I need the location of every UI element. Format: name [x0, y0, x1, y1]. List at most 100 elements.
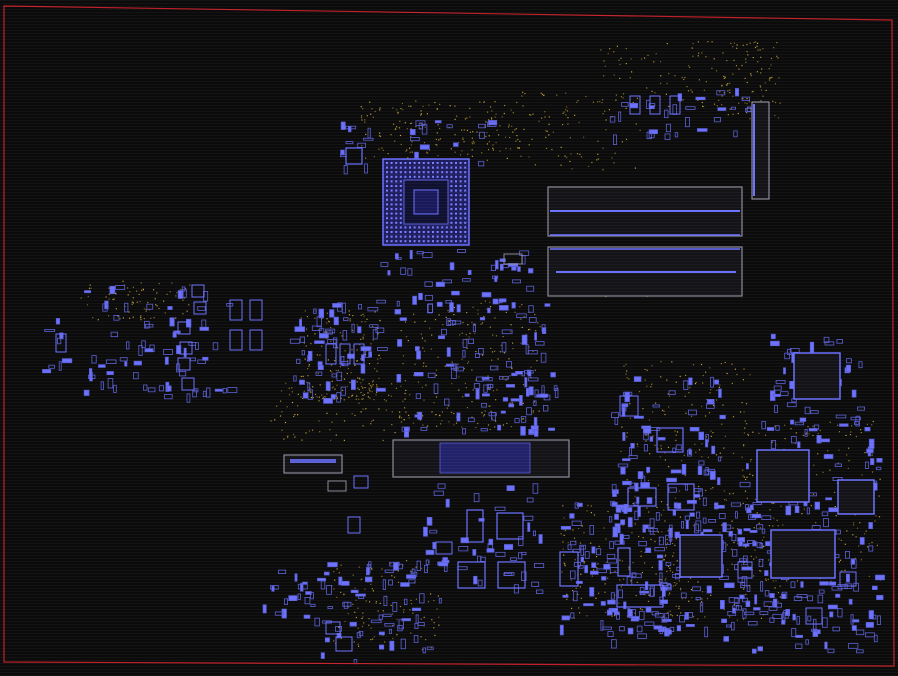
pin-pad	[362, 612, 364, 614]
bga-ball	[386, 198, 388, 201]
pin-pad	[721, 104, 723, 106]
pin-pad	[749, 42, 751, 44]
bga-ball	[404, 226, 407, 229]
pin-pad	[340, 564, 342, 566]
pin-pad	[683, 78, 685, 80]
smd-component	[473, 493, 480, 503]
bga-ball	[386, 194, 388, 197]
smd-component	[307, 350, 313, 361]
ic-bottom-center[interactable]	[679, 534, 723, 578]
pin-pad	[736, 373, 738, 376]
smd-component	[528, 268, 534, 274]
pin-pad	[365, 600, 367, 602]
edge-connector[interactable]	[751, 101, 770, 200]
pin-pad	[407, 340, 409, 342]
bga-ball	[395, 185, 398, 187]
smd-component	[517, 266, 521, 272]
pin-pad	[426, 113, 428, 115]
smd-component	[533, 417, 538, 427]
pin-pad	[642, 408, 644, 410]
pin-pad	[675, 538, 677, 540]
pin-pad	[736, 619, 738, 621]
pin-pad	[372, 116, 374, 118]
ic-right-middle[interactable]	[756, 449, 810, 503]
bga-ball	[386, 180, 388, 183]
smd-component	[445, 363, 454, 367]
pin-pad	[777, 117, 780, 119]
smd-component	[670, 469, 682, 474]
pin-pad	[442, 324, 444, 326]
smd-component	[660, 599, 669, 604]
smd-component	[363, 137, 374, 141]
pin-pad	[648, 594, 650, 596]
smd-component	[756, 542, 763, 548]
pin-pad	[752, 90, 754, 93]
pin-pad	[702, 382, 704, 384]
pin-pad	[854, 557, 857, 559]
smd-component	[764, 570, 769, 576]
pin-pad	[354, 364, 356, 366]
bga-ball	[404, 166, 407, 169]
pin-pad	[412, 422, 415, 424]
pin-pad	[357, 607, 359, 609]
pin-pad	[674, 544, 676, 546]
left-connector[interactable]	[283, 454, 343, 474]
pin-pad	[602, 169, 604, 171]
smd-component	[456, 412, 461, 422]
smd-component	[688, 377, 693, 386]
smd-component	[447, 319, 456, 326]
smd-component	[733, 598, 740, 604]
bga-ball	[386, 240, 388, 243]
dimm-slot-1[interactable]	[547, 186, 743, 237]
pin-pad	[368, 383, 370, 385]
pin-pad	[757, 49, 759, 51]
dimm-slot-2[interactable]	[547, 246, 743, 297]
smd-component	[719, 575, 729, 580]
pin-pad	[420, 618, 422, 620]
pin-pad	[711, 67, 713, 69]
pin-pad	[511, 125, 513, 127]
pin-pad	[786, 580, 788, 582]
smd-component	[442, 279, 453, 284]
pin-pad	[602, 99, 604, 101]
pin-pad	[561, 571, 563, 573]
pin-pad	[512, 342, 514, 344]
ic-bottom-right[interactable]	[770, 529, 836, 579]
pin-pad	[403, 611, 405, 613]
cpu-bga[interactable]	[345, 147, 470, 246]
pin-pad	[433, 622, 435, 624]
pin-pad	[136, 290, 138, 292]
bga-ball	[399, 162, 402, 164]
pin-pad	[407, 157, 409, 159]
pin-pad	[287, 436, 289, 438]
pin-pad	[712, 487, 714, 489]
pin-pad	[729, 92, 731, 94]
pin-pad	[605, 611, 607, 613]
bga-ball	[386, 231, 388, 233]
smd-component	[433, 490, 444, 496]
smd-component	[527, 522, 531, 532]
pin-pad	[450, 148, 452, 150]
smd-component	[559, 624, 564, 636]
pin-pad	[655, 402, 657, 404]
bga-ball	[399, 175, 402, 178]
ic-right-upper[interactable]	[793, 352, 841, 400]
bga-ball	[409, 162, 411, 164]
center-connector[interactable]	[392, 439, 570, 478]
pin-pad	[405, 411, 407, 413]
smd-component	[89, 368, 93, 378]
pin-pad	[503, 352, 506, 354]
bga-ball	[395, 226, 398, 229]
smd-component	[498, 305, 509, 311]
smd-component	[785, 505, 792, 516]
pin-pad	[827, 450, 829, 452]
smd-component	[562, 594, 569, 598]
smd-component	[426, 517, 433, 526]
pin-pad	[724, 76, 726, 78]
pin-pad	[319, 384, 321, 386]
pin-pad	[819, 429, 821, 432]
pin-pad	[477, 313, 479, 315]
ic-right-far[interactable]	[837, 479, 875, 515]
